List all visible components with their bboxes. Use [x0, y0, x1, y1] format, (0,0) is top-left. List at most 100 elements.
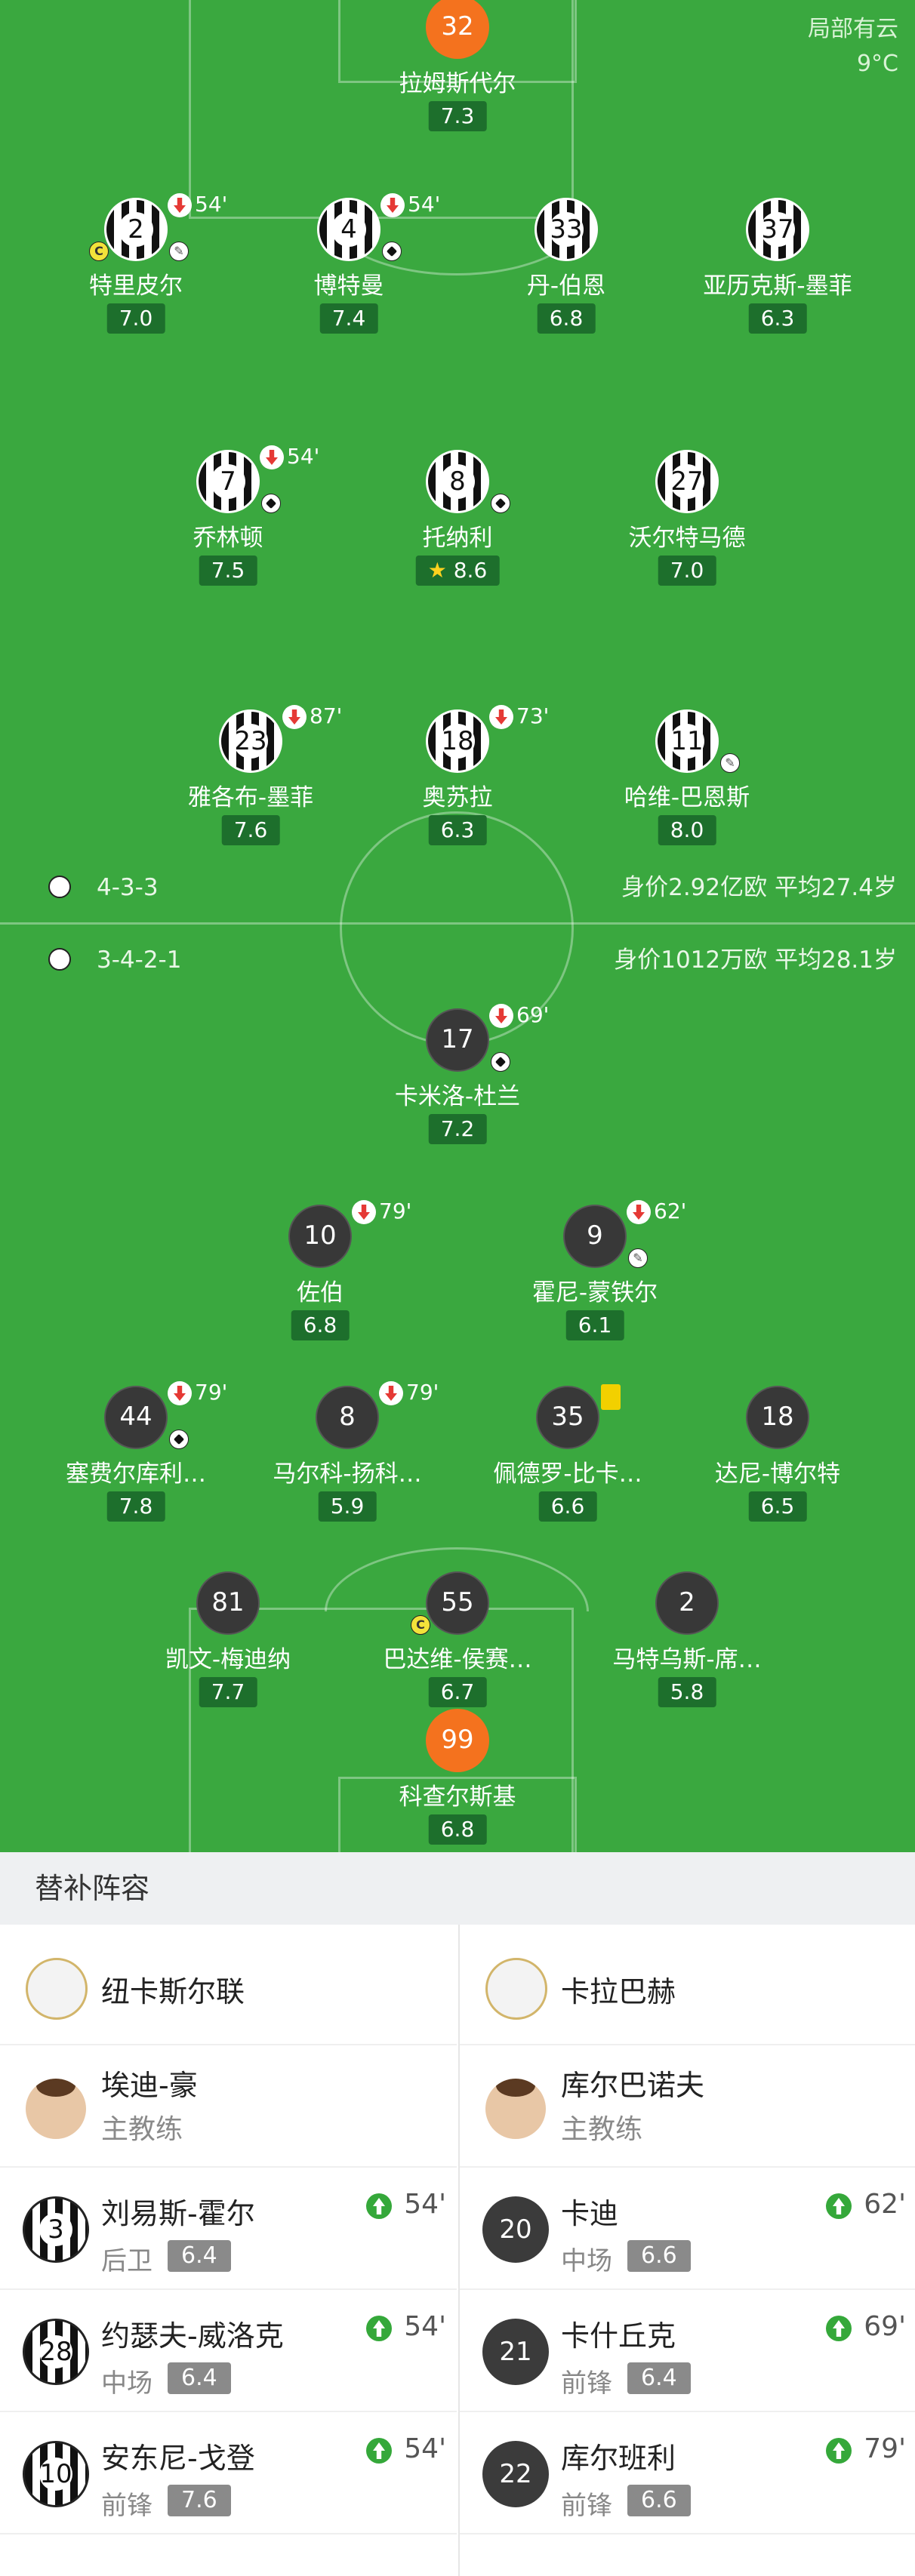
player-rating: 6.1	[565, 1310, 624, 1340]
qarabag-logo-icon	[48, 948, 71, 971]
sub-row[interactable]: 3 刘易斯-霍尔 后卫 6.4 54'	[0, 2168, 457, 2290]
sub-on-icon	[826, 2193, 852, 2219]
sub-position: 后卫	[101, 2246, 152, 2276]
sub-name: 库尔班利	[561, 2442, 676, 2475]
player-number: 11	[670, 724, 704, 759]
away-team-header[interactable]: 卡拉巴赫	[460, 1925, 915, 2045]
home-team-name: 纽卡斯尔联	[101, 1975, 245, 2008]
player-rating: 7.3	[428, 101, 487, 131]
sub-time: 54'	[195, 192, 228, 217]
player-number: 18	[761, 1402, 794, 1432]
sub-row[interactable]: 21 卡什丘克 前锋 6.4 69'	[460, 2290, 915, 2412]
goal-icon	[261, 494, 281, 513]
sub-on-icon	[366, 2316, 392, 2341]
sub-off-icon	[168, 1381, 192, 1405]
player-rating: 7.8	[106, 1491, 165, 1522]
sub-rating: 6.4	[168, 2240, 231, 2272]
player-rating: 6.8	[537, 303, 596, 334]
sub-rating: 7.6	[168, 2485, 231, 2516]
sub-number-text: 28	[39, 2335, 72, 2368]
assist-icon: ✎	[169, 242, 189, 261]
player-name: 马特乌斯-席…	[612, 1646, 762, 1673]
sub-on-time: 54'	[404, 2189, 446, 2220]
manager-avatar	[485, 2079, 546, 2139]
sub-off-icon	[260, 445, 284, 469]
player-name: 卡米洛-杜兰	[394, 1083, 521, 1110]
home-team-row: 4-3-3 身价2.92亿欧 平均27.4岁	[0, 865, 915, 910]
away-team-value: 身价1012万欧 平均28.1岁	[614, 946, 897, 974]
player-marker	[426, 1709, 489, 1772]
top-arc	[325, 211, 589, 275]
player-number: 18	[440, 724, 475, 759]
player-number: 2	[679, 1587, 695, 1617]
home-team-header[interactable]: 纽卡斯尔联	[0, 1925, 457, 2045]
player-rating: 6.7	[428, 1677, 487, 1707]
player-name: 科查尔斯基	[399, 1784, 516, 1811]
sub-off-icon	[489, 705, 513, 729]
assist-icon: ✎	[628, 1248, 648, 1268]
sub-rating: 6.4	[168, 2362, 231, 2394]
away-manager-row[interactable]: 库尔巴诺夫 主教练	[460, 2045, 915, 2168]
goal-icon	[169, 1430, 189, 1449]
sub-number: 21	[499, 2337, 532, 2367]
player-rating: 6.6	[538, 1491, 597, 1522]
sub-off-icon	[379, 1381, 403, 1405]
sub-row[interactable]: 28 约瑟夫-威洛克 中场 6.4 54'	[0, 2290, 457, 2412]
sub-time: 54'	[287, 444, 320, 469]
player-name: 哈维-巴恩斯	[624, 784, 750, 811]
sub-time: 69'	[516, 1002, 550, 1027]
player-name: 拉姆斯代尔	[399, 70, 516, 97]
weather-temp: 9°C	[856, 51, 898, 77]
player-rating: 7.0	[106, 303, 165, 334]
home-manager-row[interactable]: 埃迪-豪 主教练	[0, 2045, 457, 2168]
player-name: 奥苏拉	[422, 784, 493, 811]
player-marker	[316, 1386, 379, 1449]
sub-on-time: 69'	[864, 2311, 906, 2342]
player-number: 9	[587, 1220, 603, 1251]
player-rating: 6.5	[748, 1491, 807, 1522]
away-subs-column: 卡拉巴赫 库尔巴诺夫 主教练 20 卡迪 中场 6.6 62' 21 卡什丘克 …	[458, 1925, 915, 2576]
player-number: 27	[670, 464, 704, 499]
player-name: 巴达维-侯赛…	[383, 1646, 532, 1673]
player-marker	[288, 1205, 352, 1268]
player-rating: 7.7	[199, 1677, 257, 1707]
sub-rating: 6.6	[627, 2240, 691, 2272]
captain-icon: C	[411, 1615, 430, 1635]
player-name: 佩德罗-比卡…	[493, 1460, 642, 1488]
sub-off-icon	[282, 705, 307, 729]
player-name: 凯文-梅迪纳	[165, 1646, 291, 1673]
sub-name: 安东尼-戈登	[101, 2442, 255, 2475]
sub-on-time: 54'	[404, 2311, 446, 2342]
sub-time: 73'	[516, 703, 550, 728]
sub-row[interactable]: 22 库尔班利 前锋 6.6 79'	[460, 2412, 915, 2534]
sub-name: 卡什丘克	[561, 2319, 676, 2353]
sub-on-time: 62'	[864, 2189, 906, 2220]
player-rating: 5.8	[658, 1677, 716, 1707]
sub-time: 54'	[408, 192, 441, 217]
sub-row[interactable]: 20 卡迪 中场 6.6 62'	[460, 2168, 915, 2290]
player-rating: 6.3	[748, 303, 807, 334]
player-rating: 6.8	[428, 1814, 487, 1845]
player-rating: 7.2	[428, 1114, 487, 1144]
home-formation: 4-3-3	[97, 874, 159, 901]
sub-row[interactable]: 10 安东尼-戈登 前锋 7.6 54'	[0, 2412, 457, 2534]
player-marker	[746, 1386, 809, 1449]
sub-number: 3	[23, 2213, 89, 2246]
player-marker	[563, 1205, 627, 1268]
player-number: 8	[339, 1402, 356, 1432]
goal-icon	[382, 242, 402, 261]
sub-name: 约瑟夫-威洛克	[101, 2319, 284, 2353]
player-marker	[426, 0, 489, 59]
player-number: 32	[441, 11, 474, 42]
substitutes-title: 替补阵容	[0, 1852, 915, 1925]
manager-role: 主教练	[101, 2114, 183, 2145]
sub-position: 前锋	[101, 2491, 152, 2521]
player-marker	[426, 1571, 489, 1635]
sub-time: 79'	[406, 1380, 439, 1405]
sub-number: 10	[23, 2458, 89, 2491]
sub-name: 卡迪	[561, 2197, 619, 2230]
sub-off-icon	[380, 193, 405, 217]
player-marker	[655, 1571, 719, 1635]
top-goal-box	[338, 0, 577, 83]
player-number: 33	[549, 212, 584, 247]
